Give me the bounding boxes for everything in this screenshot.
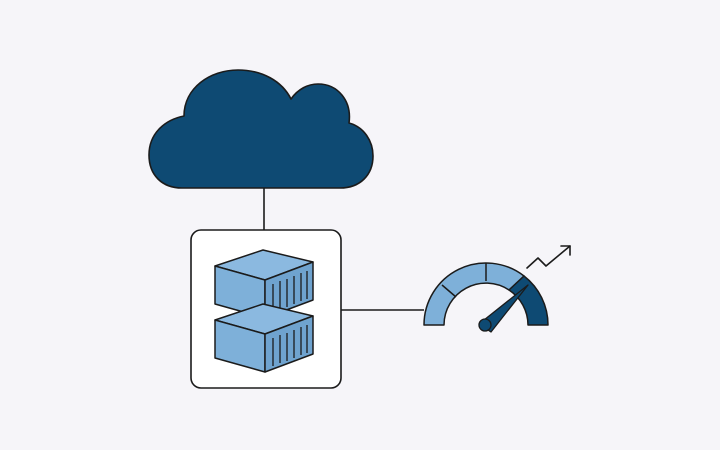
gauge-needle-hub bbox=[478, 318, 492, 332]
gauge-arc-light bbox=[423, 262, 525, 326]
gauge-ticks bbox=[441, 263, 487, 298]
gauge-needle bbox=[478, 284, 529, 333]
trend-up-arrow-icon bbox=[526, 245, 571, 269]
cloud-shape bbox=[148, 69, 374, 189]
trend-line bbox=[526, 245, 571, 269]
container-bottom-ribs bbox=[272, 325, 308, 366]
container-stack-icon bbox=[214, 249, 314, 373]
cloud-icon bbox=[148, 69, 374, 189]
speedometer-icon bbox=[423, 262, 549, 333]
trend-arrowhead bbox=[560, 245, 571, 256]
shipping-container-top bbox=[214, 249, 314, 319]
shipping-container-bottom bbox=[214, 303, 314, 373]
